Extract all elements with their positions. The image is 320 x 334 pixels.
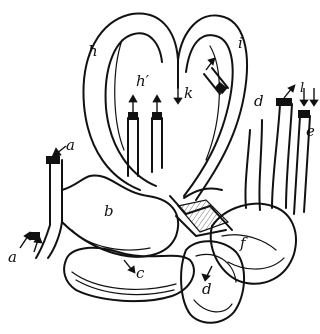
label-b: b <box>104 202 114 220</box>
label-e: e <box>306 122 315 140</box>
label-a-top: a <box>66 136 75 154</box>
label-c: c <box>136 264 145 282</box>
label-d-bottom: d <box>202 280 212 298</box>
vessel-i <box>204 68 228 94</box>
central-vessels <box>170 188 232 236</box>
label-a-bottom: a <box>8 248 17 266</box>
vessel-loop <box>83 13 247 200</box>
label-h: h <box>88 42 98 60</box>
vessel-h-prime <box>128 112 162 176</box>
vessels-right <box>245 98 310 214</box>
label-h-prime: h′ <box>136 72 150 90</box>
label-d-top: d <box>254 92 264 110</box>
label-l: l <box>300 81 304 96</box>
label-i: i <box>238 34 243 52</box>
label-k: k <box>184 84 193 102</box>
